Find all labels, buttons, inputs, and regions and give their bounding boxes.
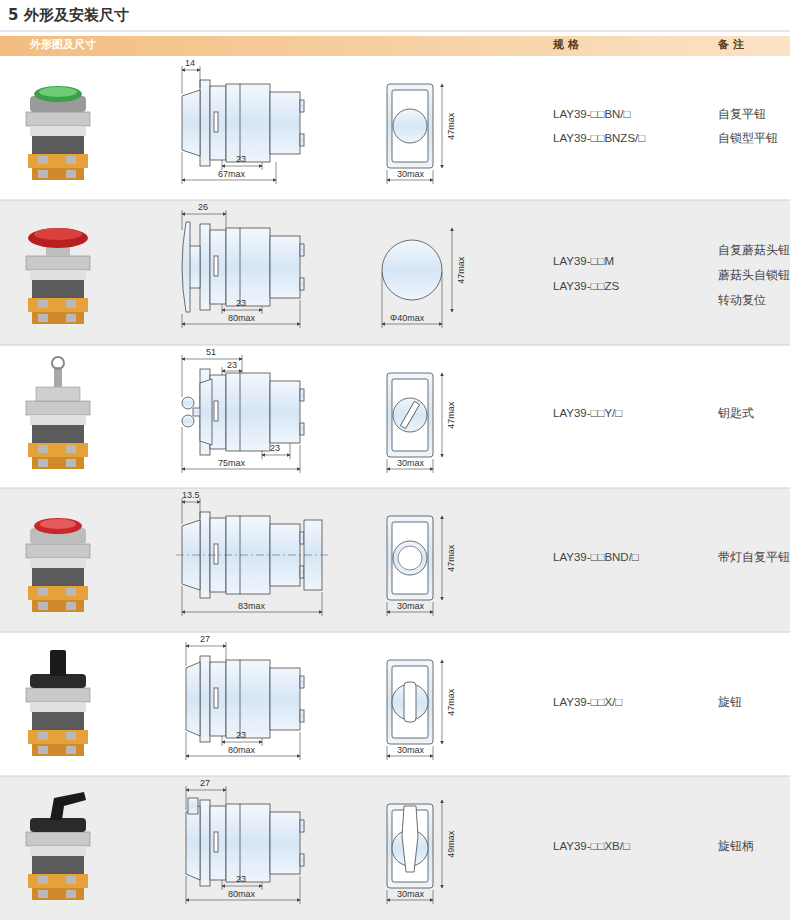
remark-text: 自复平钮: [718, 108, 766, 121]
model-number: LAY39-□□BNZS/□: [553, 132, 645, 145]
model-number: LAY39-□□BN/□: [553, 108, 631, 121]
dimension-value: 23: [236, 154, 246, 164]
model-number: LAY39-□□X/□: [553, 696, 622, 709]
remark-text: 旋钮柄: [718, 840, 754, 853]
dimension-value: 30max: [397, 601, 424, 611]
remark-text: 钥匙式: [718, 407, 754, 420]
dimension-value: 75max: [218, 458, 245, 468]
remark-text: 自复蘑菇头钮: [718, 244, 790, 257]
dimension-value: 26: [198, 202, 208, 212]
dimension-value: 49max: [447, 830, 457, 857]
dimension-value: 14: [185, 58, 195, 68]
dimension-value: 30max: [397, 745, 424, 755]
dimension-value: 80max: [228, 889, 255, 899]
dimension-value: 80max: [228, 313, 255, 323]
dimension-value: 23: [236, 298, 246, 308]
table-header: 规 格: [553, 39, 579, 52]
dimension-value: 23: [270, 443, 280, 453]
model-number: LAY39-□□M: [553, 255, 614, 268]
remark-text: 蘑菇头自锁钮: [718, 269, 790, 282]
dimension-value: 23: [227, 360, 237, 370]
table-header: 备 注: [718, 39, 744, 52]
page-title: 5 外形及安装尺寸: [8, 7, 129, 24]
model-number: LAY39-□□BND/□: [553, 551, 639, 564]
dimension-value: 83max: [238, 601, 265, 611]
dimension-value: 27: [200, 634, 210, 644]
dimension-value: Φ40max: [390, 313, 424, 323]
dimension-value: 23: [236, 874, 246, 884]
model-number: LAY39-□□XB/□: [553, 840, 630, 853]
remark-text: 转动复位: [718, 294, 766, 307]
dimension-value: 47max: [457, 256, 467, 283]
dimension-value: 27: [200, 778, 210, 788]
model-number: LAY39-□□Y/□: [553, 407, 622, 420]
dimension-value: 47max: [447, 544, 457, 571]
remark-text: 自锁型平钮: [718, 132, 778, 145]
dimension-value: 30max: [397, 169, 424, 179]
dimension-value: 80max: [228, 745, 255, 755]
dimension-value: 47max: [447, 401, 457, 428]
model-number: LAY39-□□ZS: [553, 280, 619, 293]
dimension-value: 30max: [397, 458, 424, 468]
remark-text: 带灯自复平钮: [718, 551, 790, 564]
table-header: 外形图及尺寸: [30, 39, 96, 52]
dimension-value: 67max: [218, 169, 245, 179]
dimension-value: 51: [206, 347, 216, 357]
dimension-value: 23: [236, 730, 246, 740]
dimension-value: 30max: [397, 889, 424, 899]
dimension-value: 47max: [447, 688, 457, 715]
remark-text: 旋钮: [718, 696, 742, 709]
dimension-value: 47max: [447, 112, 457, 139]
dimension-value: 13.5: [182, 490, 200, 500]
